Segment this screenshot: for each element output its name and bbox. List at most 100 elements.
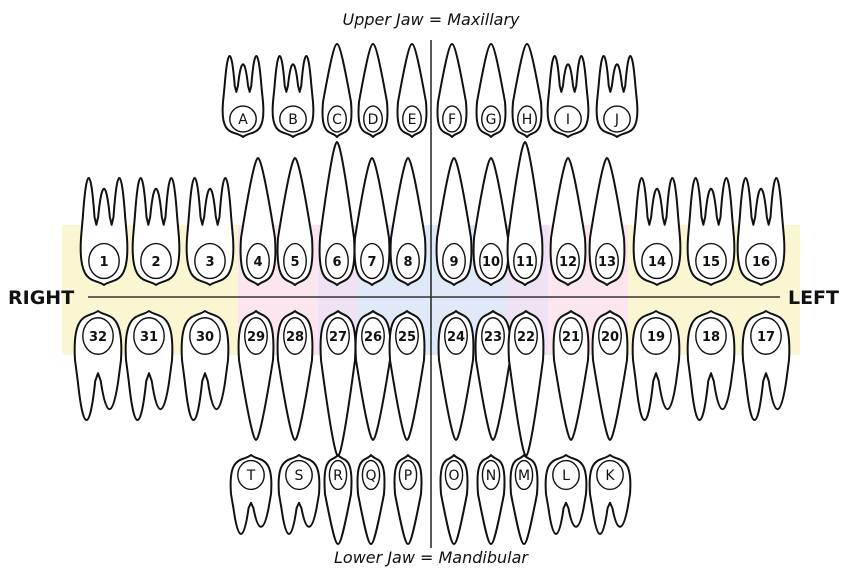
tooth-label: O	[448, 468, 459, 484]
upper-primary-tooth-f[interactable]: F	[438, 44, 467, 137]
upper-primary-tooth-h[interactable]: H	[513, 44, 542, 137]
lower-tooth-22[interactable]: 22	[509, 311, 544, 456]
tooth-outline	[279, 455, 320, 534]
tooth-label: 15	[702, 255, 720, 270]
tooth-label: 26	[364, 330, 382, 345]
lower-tooth-30[interactable]: 30	[182, 311, 229, 420]
lower-primary-tooth-q[interactable]: Q	[357, 455, 384, 544]
upper-jaw-title: Upper Jaw = Maxillary	[343, 10, 521, 29]
left-side-label: LEFT	[788, 287, 839, 309]
tooth-label: 10	[482, 255, 500, 270]
upper-tooth-12[interactable]: 12	[551, 158, 586, 285]
tooth-outline	[688, 311, 735, 420]
lower-tooth-26[interactable]: 26	[356, 311, 391, 440]
lower-primary-tooth-k[interactable]: K	[590, 455, 631, 534]
upper-tooth-15[interactable]: 15	[688, 178, 735, 285]
tooth-label: 7	[367, 255, 376, 270]
tooth-label: 14	[648, 255, 666, 270]
lower-primary-tooth-m[interactable]: M	[510, 455, 537, 544]
upper-primary-tooth-j[interactable]: J	[597, 56, 638, 137]
lower-tooth-19[interactable]: 19	[633, 311, 680, 420]
upper-tooth-4[interactable]: 4	[241, 158, 276, 285]
lower-jaw-title: Lower Jaw = Mandibular	[334, 548, 529, 567]
lower-primary-tooth-l[interactable]: L	[546, 455, 587, 534]
upper-primary-tooth-d[interactable]: D	[359, 44, 388, 137]
lower-tooth-32[interactable]: 32	[75, 311, 122, 420]
tooth-label: 18	[702, 330, 720, 345]
tooth-label: 5	[290, 255, 299, 270]
upper-tooth-9[interactable]: 9	[437, 158, 472, 285]
upper-primary-tooth-g[interactable]: G	[477, 44, 506, 137]
tooth-label: 32	[89, 330, 107, 345]
tooth-label: E	[408, 112, 417, 128]
tooth-label: D	[368, 112, 379, 128]
tooth-label: 2	[151, 255, 160, 270]
tooth-label: 29	[247, 330, 265, 345]
tooth-label: 20	[601, 330, 619, 345]
upper-tooth-6[interactable]: 6	[320, 142, 355, 285]
upper-primary-tooth-e[interactable]: E	[398, 44, 427, 137]
upper-tooth-13[interactable]: 13	[590, 158, 625, 285]
lower-primary-tooth-o[interactable]: O	[440, 455, 467, 544]
tooth-label: 28	[286, 330, 304, 345]
upper-primary-tooth-c[interactable]: C	[323, 44, 352, 137]
lower-primary-tooth-p[interactable]: P	[394, 455, 421, 544]
tooth-outline	[75, 311, 122, 420]
upper-tooth-1[interactable]: 1	[81, 178, 128, 285]
tooth-label: 17	[757, 330, 775, 345]
tooth-outline	[546, 455, 587, 534]
tooth-outline	[590, 455, 631, 534]
lower-tooth-21[interactable]: 21	[554, 311, 589, 440]
tooth-label: Q	[365, 468, 376, 484]
tooth-label: A	[238, 112, 248, 128]
upper-tooth-2[interactable]: 2	[133, 178, 180, 285]
tooth-label: 12	[559, 255, 577, 270]
tooth-label: 11	[516, 255, 534, 270]
upper-tooth-7[interactable]: 7	[355, 158, 390, 285]
upper-tooth-11[interactable]: 11	[508, 142, 543, 285]
lower-tooth-20[interactable]: 20	[593, 311, 628, 440]
lower-tooth-18[interactable]: 18	[688, 311, 735, 420]
lower-primary-tooth-t[interactable]: T	[231, 455, 272, 534]
tooth-label: T	[246, 468, 256, 484]
lower-tooth-25[interactable]: 25	[390, 311, 425, 440]
lower-tooth-29[interactable]: 29	[239, 311, 274, 440]
tooth-label: 30	[196, 330, 214, 345]
tooth-outline	[182, 311, 229, 420]
tooth-label: 23	[484, 330, 502, 345]
lower-primary-tooth-s[interactable]: S	[279, 455, 320, 534]
tooth-label: C	[332, 112, 342, 128]
lower-primary-tooth-n[interactable]: N	[477, 455, 504, 544]
tooth-label: 21	[562, 330, 580, 345]
tooth-label: 24	[447, 330, 465, 345]
lower-primary-tooth-r[interactable]: R	[324, 455, 351, 544]
upper-tooth-3[interactable]: 3	[187, 178, 234, 285]
tooth-label: L	[562, 468, 570, 484]
tooth-outline	[231, 455, 272, 534]
right-side-label: RIGHT	[8, 287, 74, 309]
upper-tooth-5[interactable]: 5	[278, 158, 313, 285]
lower-tooth-23[interactable]: 23	[476, 311, 511, 440]
tooth-label: 19	[647, 330, 665, 345]
tooth-label: N	[486, 468, 496, 484]
upper-tooth-14[interactable]: 14	[634, 178, 681, 285]
tooth-label: I	[566, 112, 570, 128]
tooth-label: J	[614, 112, 619, 128]
upper-primary-tooth-b[interactable]: B	[273, 56, 314, 137]
lower-tooth-24[interactable]: 24	[439, 311, 474, 440]
upper-primary-tooth-a[interactable]: A	[223, 56, 264, 137]
lower-tooth-31[interactable]: 31	[126, 311, 173, 420]
tooth-outline	[633, 311, 680, 420]
upper-tooth-16[interactable]: 16	[738, 178, 785, 285]
tooth-label: K	[605, 468, 615, 484]
upper-tooth-8[interactable]: 8	[391, 158, 426, 285]
tooth-label: H	[522, 112, 533, 128]
lower-tooth-28[interactable]: 28	[278, 311, 313, 440]
tooth-label: 3	[205, 255, 214, 270]
lower-tooth-27[interactable]: 27	[321, 311, 356, 456]
lower-tooth-17[interactable]: 17	[743, 311, 790, 420]
upper-tooth-10[interactable]: 10	[474, 158, 509, 285]
tooth-label: 4	[253, 255, 262, 270]
upper-primary-tooth-i[interactable]: I	[548, 56, 589, 137]
